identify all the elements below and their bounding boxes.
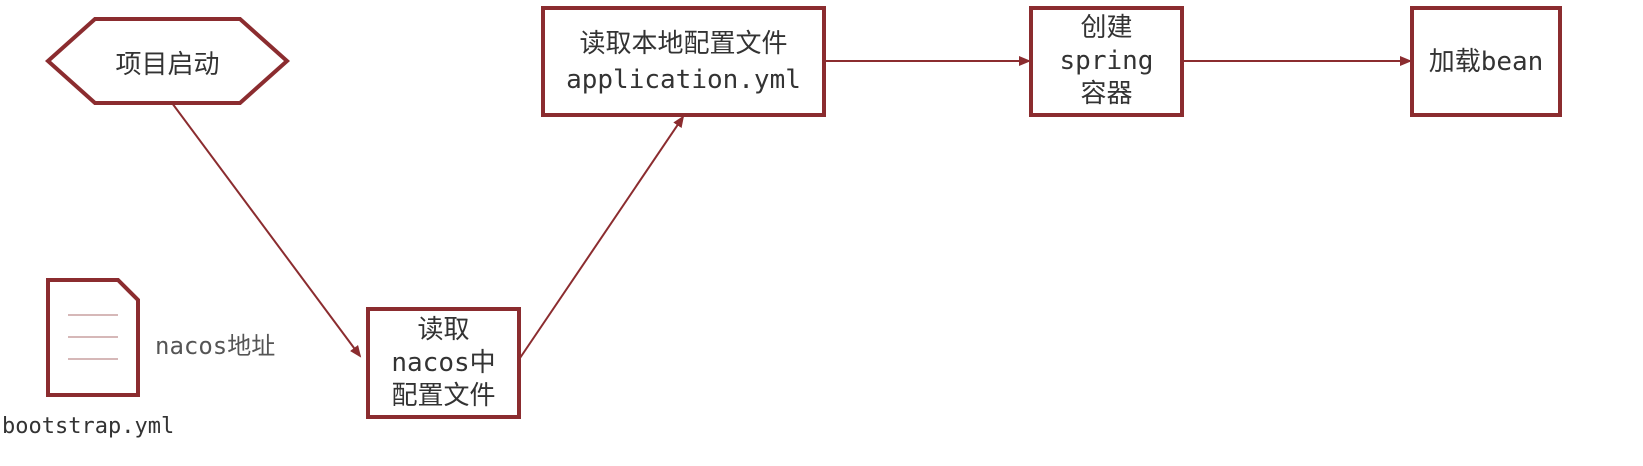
document-filename-label: bootstrap.yml	[2, 414, 175, 439]
read-nacos-line2: nacos中	[391, 347, 496, 378]
create-spring-node: 创建 spring 容器	[1029, 6, 1184, 117]
start-node-shape	[44, 17, 291, 105]
start-node-label: 项目启动	[115, 50, 220, 80]
create-spring-line2: spring	[1059, 46, 1154, 76]
load-bean-label: 加载bean	[1428, 46, 1544, 77]
load-bean-node: 加载bean	[1410, 6, 1562, 117]
read-nacos-line3: 配置文件	[391, 380, 496, 411]
document-icon	[46, 278, 140, 397]
document-content-label: nacos地址	[155, 332, 276, 360]
create-spring-line1: 创建	[1080, 13, 1133, 43]
create-spring-line3: 容器	[1080, 79, 1133, 109]
read-nacos-line1: 读取	[417, 314, 470, 345]
read-local-config-node: 读取本地配置文件 application.yml	[541, 6, 826, 117]
read-local-config-line1: 读取本地配置文件	[579, 28, 788, 59]
read-nacos-config-node: 读取 nacos中 配置文件	[366, 307, 521, 419]
read-local-config-line2: application.yml	[566, 64, 801, 95]
edge-read-nacos-to-read-local	[519, 115, 685, 359]
edge-start-to-read-nacos	[171, 102, 362, 358]
